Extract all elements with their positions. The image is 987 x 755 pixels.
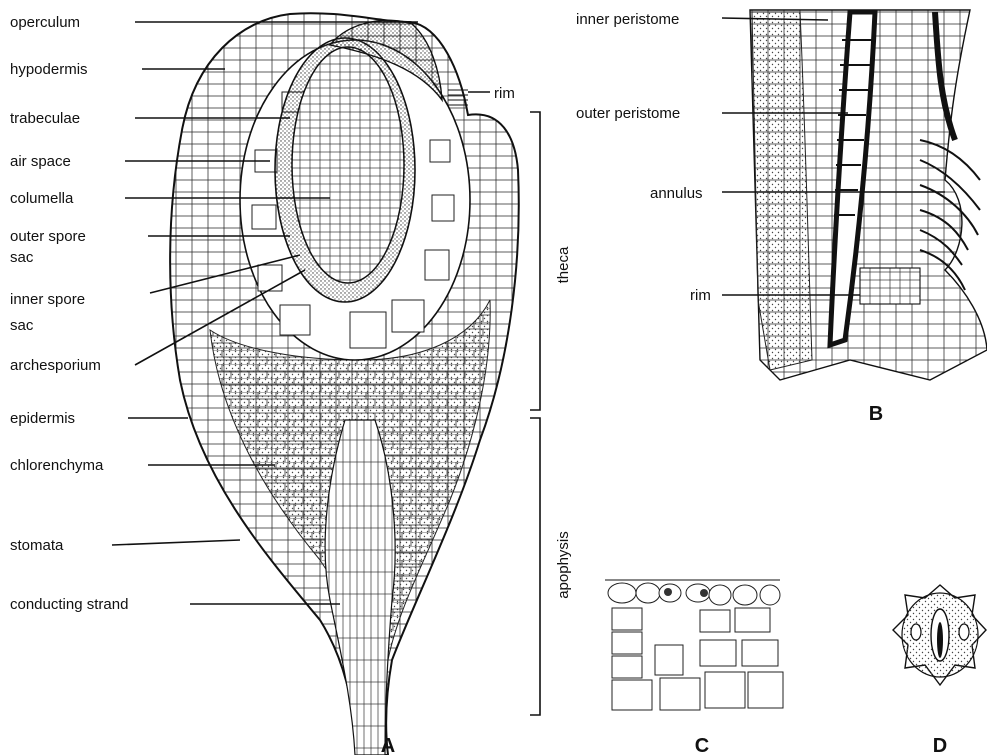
figure-b: inner peristome outer peristome annulus … [576, 10, 987, 425]
label-air-space: air space [10, 153, 71, 170]
columella [292, 47, 404, 283]
epidermal-cells [608, 583, 780, 605]
label-rim-a: rim [494, 85, 515, 102]
label-theca: theca [555, 246, 572, 283]
label-rim-b: rim [690, 287, 711, 304]
label-epidermis: epidermis [10, 410, 75, 427]
guard-cell-nucleus-right [959, 624, 969, 640]
label-operculum: operculum [10, 14, 80, 31]
label-outer-peristome: outer peristome [576, 105, 680, 122]
label-conducting-strand: conducting strand [10, 596, 128, 613]
guard-cell-nucleus-left [911, 624, 921, 640]
mesophyll-cells [612, 608, 783, 710]
label-hypodermis: hypodermis [10, 61, 88, 78]
label-outer-spore-sac: outer spore [10, 228, 86, 245]
label-stomata: stomata [10, 537, 64, 554]
label-inner-spore-sac: inner spore [10, 291, 85, 308]
theca-bracket [530, 112, 540, 410]
label-apophysis: apophysis [555, 531, 572, 599]
figure-d: D [893, 585, 986, 755]
label-inner-peristome: inner peristome [576, 11, 679, 28]
apophysis-bracket [530, 418, 540, 715]
figure-a: operculum hypodermis trabeculae air spac… [10, 13, 572, 755]
panel-label-d: D [933, 735, 947, 755]
label-columella: columella [10, 190, 74, 207]
label-chlorenchyma: chlorenchyma [10, 457, 104, 474]
panel-label-a: A [381, 735, 395, 755]
label-inner-spore-sac-2: sac [10, 317, 34, 334]
label-trabeculae: trabeculae [10, 110, 80, 127]
label-outer-spore-sac-2: sac [10, 249, 34, 266]
stoma-pore [937, 622, 943, 658]
label-archesporium: archesporium [10, 357, 101, 374]
conducting-strand-tissue [325, 420, 395, 755]
rim-grid [860, 268, 920, 304]
figure-c: C [605, 580, 783, 755]
panel-label-c: C [695, 735, 709, 755]
panel-label-b: B [869, 403, 883, 425]
label-annulus: annulus [650, 185, 703, 202]
